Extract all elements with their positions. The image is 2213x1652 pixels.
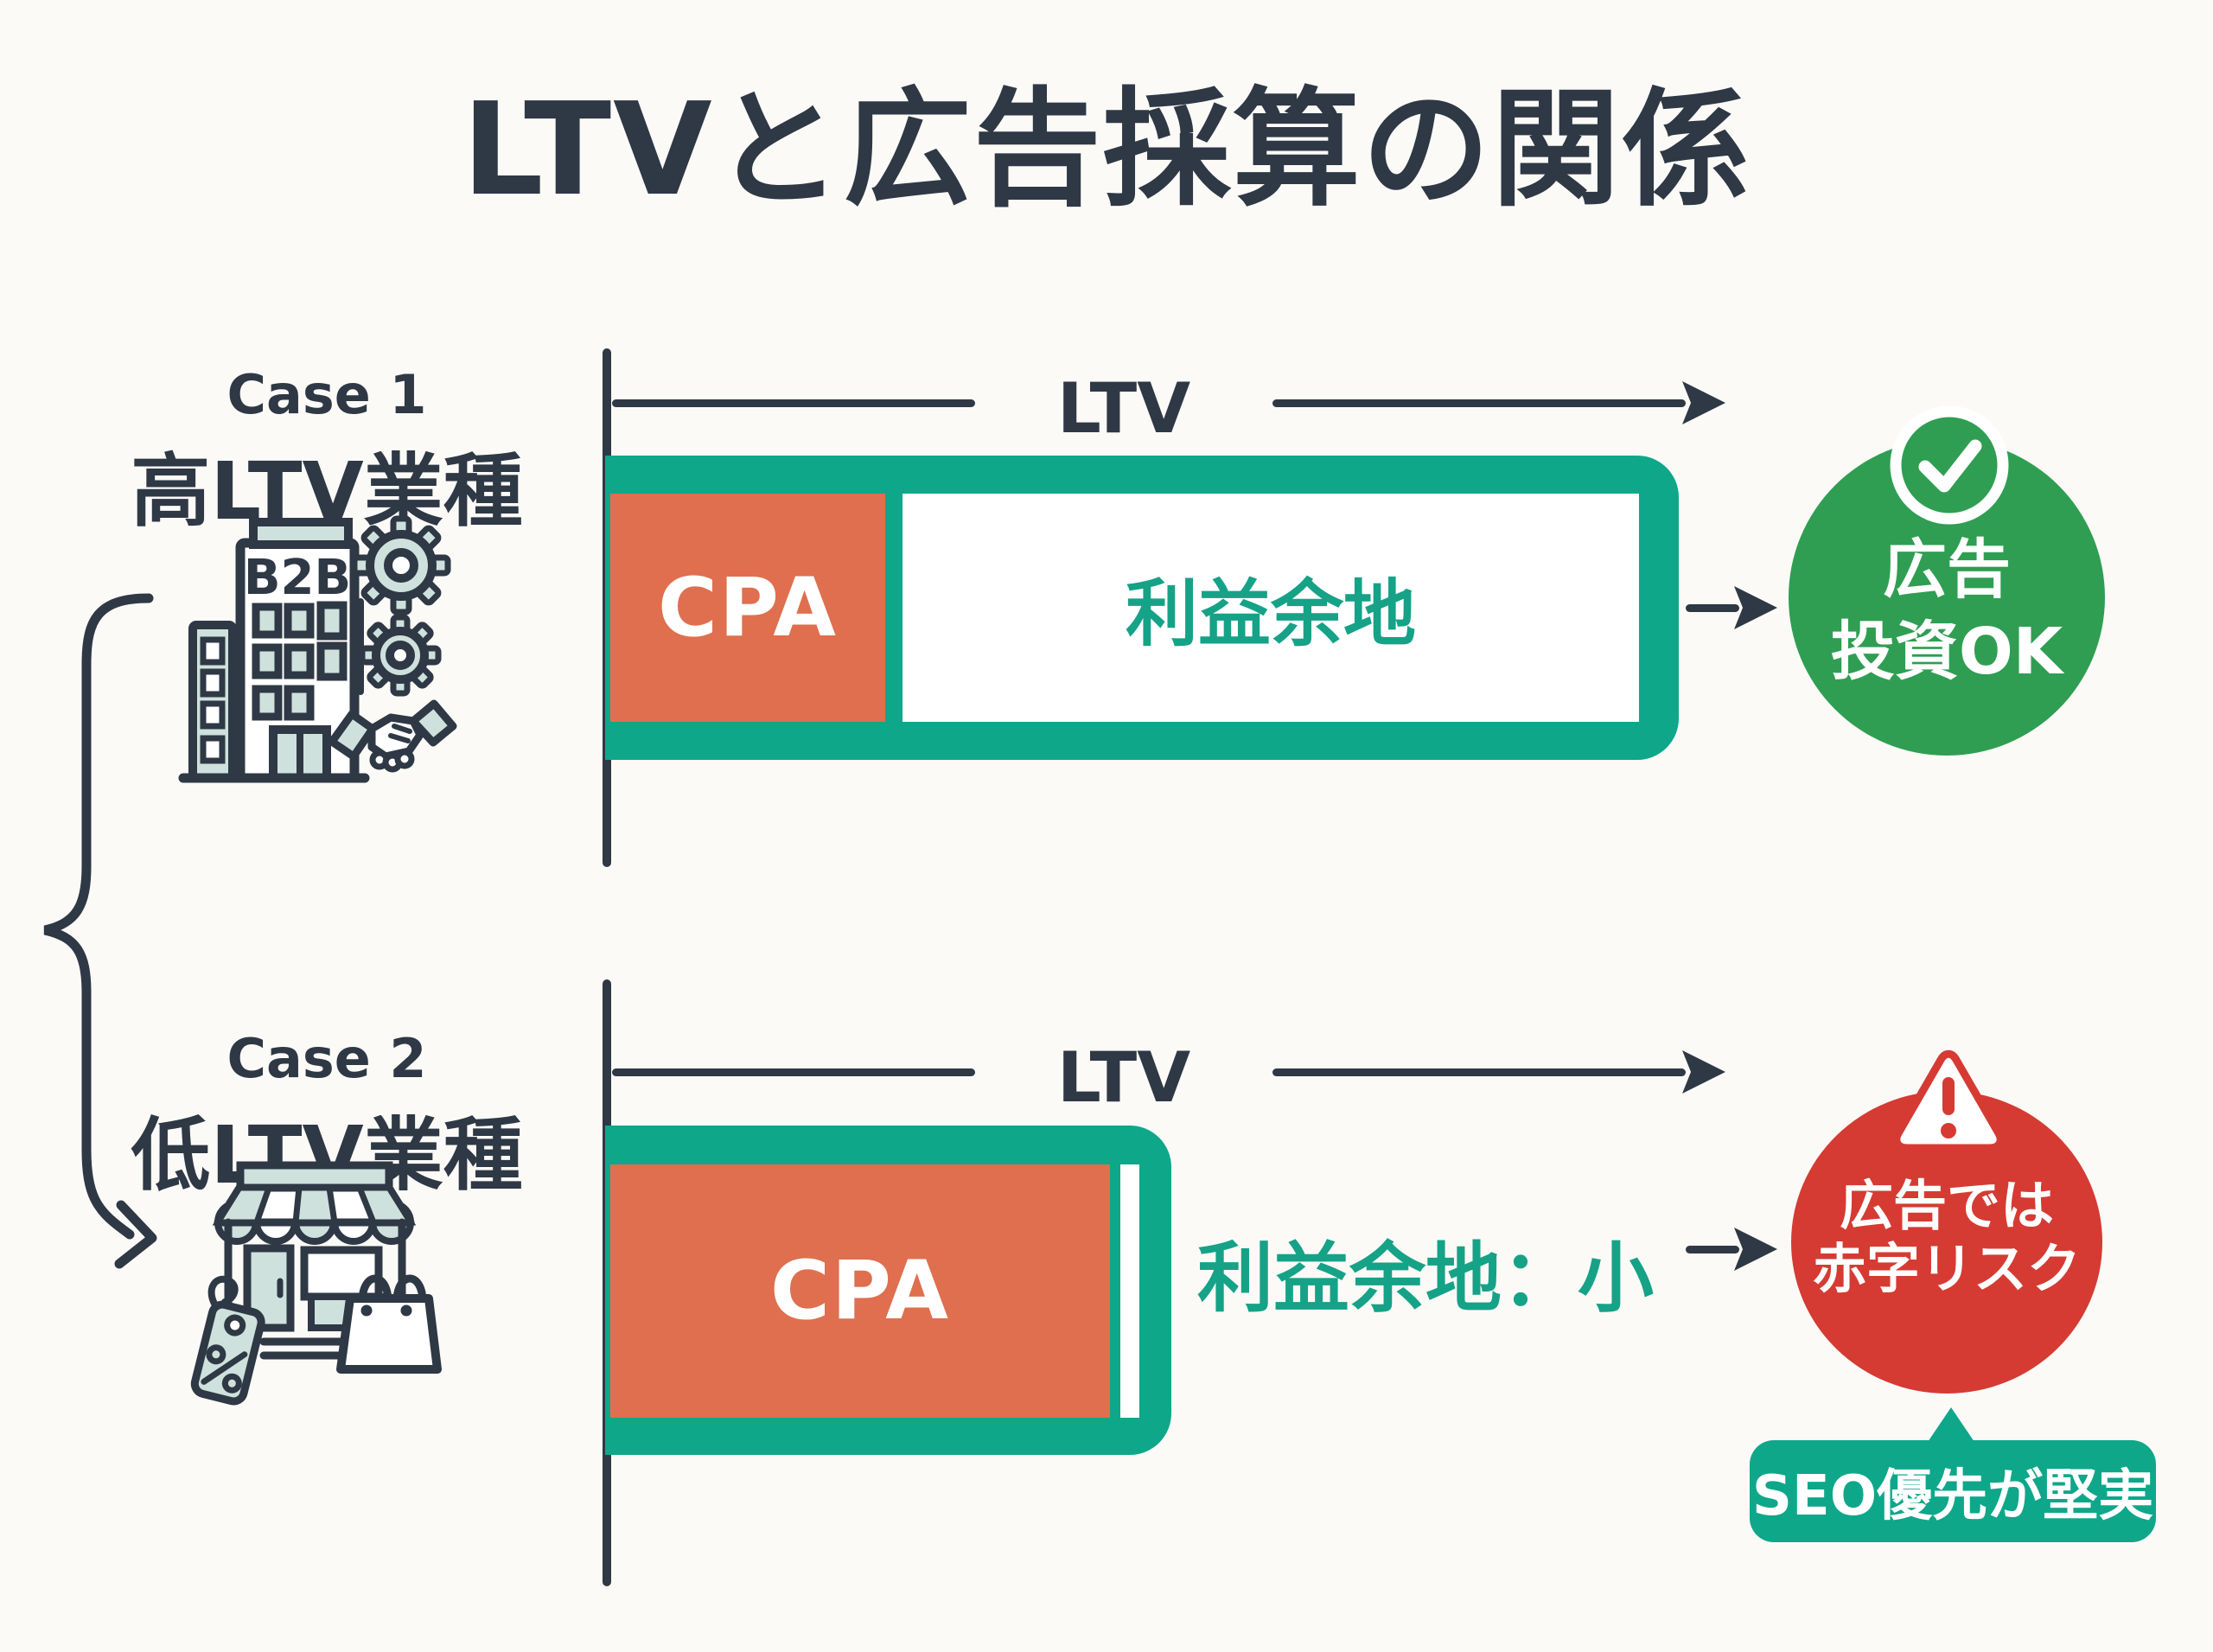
seo-note-badge: SEO優先が堅実 (1750, 1440, 2156, 1542)
case1-result-circle: 広告 投資OK (1789, 405, 2105, 756)
case2-ltv-arrowhead-icon (1682, 1050, 1725, 1094)
case1-profit-segment: 利益余地 (902, 494, 1639, 722)
case2-result-text: 広告では 赤字リスク (1813, 1174, 2081, 1300)
case1-ltv-line-right (1272, 399, 1686, 407)
case2-result-arrowhead-icon (1734, 1228, 1777, 1271)
case1-profit-label: 利益余地 (1125, 571, 1416, 656)
b2b-text: B2B (244, 550, 351, 606)
case1-ltv-bar: CPA 利益余地 (605, 456, 1679, 760)
case2-profit-segment (1120, 1164, 1139, 1418)
branch-arrowhead-icon (114, 1200, 157, 1269)
gear-large-icon (351, 515, 451, 616)
case1-label: Case 1 (226, 363, 427, 426)
case2-ltv-line-right (1272, 1068, 1686, 1076)
case2-ltv-bar: CPA (605, 1126, 1171, 1455)
handshake-icon (328, 699, 457, 773)
page-title: LTVと広告採算の関係 (462, 75, 1751, 224)
case1-ltv-label: LTV (1056, 368, 1191, 449)
price-tag-icon (190, 1275, 265, 1406)
case2-result-line1: 広告では (1839, 1173, 2054, 1237)
b2b-building-gears-handshake-icon: B2B (178, 515, 457, 783)
case2-profit-label: 利益余地：小 (1197, 1234, 1655, 1323)
case2-label: Case 2 (226, 1027, 427, 1090)
case-branch-brace (43, 593, 157, 1269)
check-circle-icon (1890, 405, 2009, 525)
case2-cpa-segment: CPA (610, 1164, 1110, 1418)
case1-result-text: 広告 投資OK (1831, 529, 2063, 692)
case1-ltv-line-left (612, 399, 975, 407)
case1-result-arrow-line (1686, 604, 1739, 612)
warning-triangle-icon (1892, 1049, 2005, 1152)
shopping-bag-icon (336, 1274, 442, 1374)
case2-cpa-label: CPA (770, 1244, 950, 1338)
seo-note-text: SEO優先が堅実 (1751, 1464, 2154, 1528)
case1-result-line2: 投資OK (1830, 615, 2063, 689)
case1-result-arrowhead-icon (1734, 586, 1777, 629)
case1-result-line1: 広告 (1883, 533, 2011, 608)
seo-badge-pointer-icon (1928, 1407, 1974, 1442)
case2-result-circle: 広告では 赤字リスク (1791, 1049, 2102, 1394)
case2-ltv-label: LTV (1056, 1037, 1191, 1118)
case2-result-line2: 赤字リスク (1812, 1237, 2081, 1300)
storefront-pricetag-bag-icon (190, 1161, 442, 1406)
case1-cpa-label: CPA (658, 560, 838, 655)
case1-ltv-arrowhead-icon (1682, 381, 1725, 424)
gear-small-icon (359, 614, 442, 697)
case1-cpa-segment: CPA (610, 494, 885, 722)
case2-ltv-line-left (612, 1068, 975, 1076)
case2-result-arrow-line (1686, 1246, 1739, 1253)
